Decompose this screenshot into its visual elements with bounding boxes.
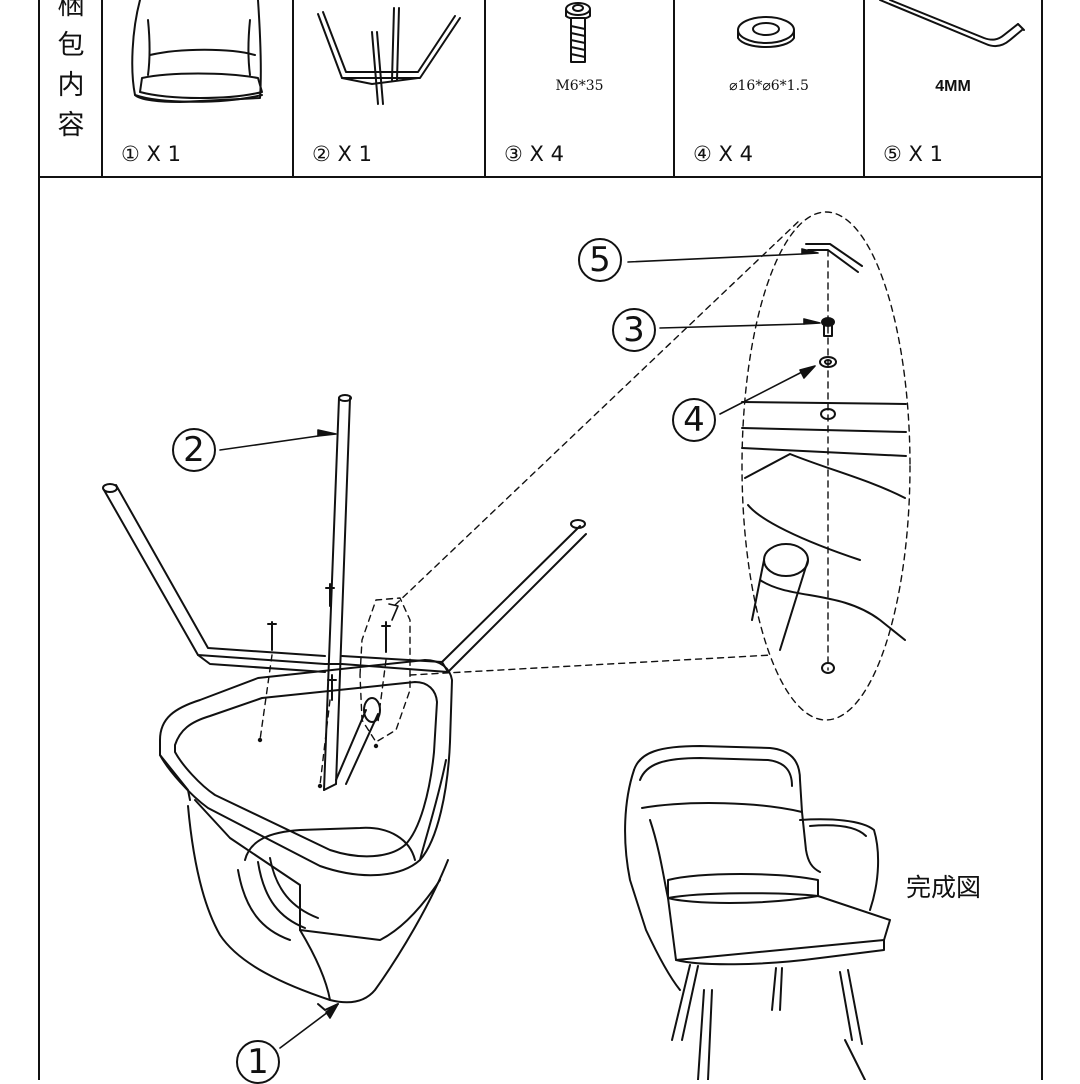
part-cell-bolt: M6*35 ③ X 4 bbox=[486, 0, 673, 176]
part-qty-seat: ① X 1 bbox=[121, 142, 181, 166]
callout-3-bolt: 3 bbox=[612, 308, 656, 352]
detail-zoom-drawing bbox=[741, 243, 907, 674]
part-qty-bolt: ③ X 4 bbox=[504, 142, 564, 166]
alignment-dashes bbox=[259, 211, 911, 786]
col-divider-2 bbox=[292, 0, 294, 177]
leg-frame-drawing bbox=[102, 394, 587, 791]
bolt-part-icon bbox=[565, 2, 591, 63]
part-cell-washer: ⌀16*⌀6*1.5 ④ X 4 bbox=[675, 0, 863, 176]
callout-1-seat: 1 bbox=[236, 1040, 280, 1084]
label-char-4: 容 bbox=[57, 110, 85, 141]
part-cell-seat: ① X 1 bbox=[103, 0, 292, 176]
seat-part-icon bbox=[131, 0, 263, 103]
part-qty-washer: ④ X 4 bbox=[693, 142, 753, 166]
header-divider bbox=[38, 176, 1043, 178]
seat-upside-down-drawing bbox=[159, 659, 453, 1011]
part-qty-legs: ② X 1 bbox=[312, 142, 372, 166]
washer-part-icon bbox=[737, 16, 795, 48]
part-cell-legs: ② X 1 bbox=[294, 0, 484, 176]
part-spec-bolt: M6*35 bbox=[555, 78, 604, 94]
part-spec-washer: ⌀16*⌀6*1.5 bbox=[729, 78, 809, 94]
label-char-2: 包 bbox=[57, 30, 85, 61]
package-contents-label: 梱 包 内 容 bbox=[40, 0, 102, 162]
col-divider-5 bbox=[863, 0, 865, 177]
legs-part-icon bbox=[317, 7, 461, 105]
part-spec-wrench: 4MM bbox=[935, 78, 971, 95]
col-divider-1 bbox=[101, 0, 103, 177]
label-char-3: 内 bbox=[57, 70, 85, 101]
completed-chair-drawing bbox=[624, 745, 891, 1080]
completed-view-label: 完成図 bbox=[906, 873, 982, 902]
callout-4-washer: 4 bbox=[672, 398, 716, 442]
callout-2-legs: 2 bbox=[172, 428, 216, 472]
part-cell-wrench: 4MM ⑤ X 1 bbox=[865, 0, 1041, 176]
col-divider-4 bbox=[673, 0, 675, 177]
frame-bolts-drawing bbox=[267, 583, 399, 701]
leader-arrows bbox=[219, 248, 821, 1049]
label-char-1: 梱 bbox=[57, 0, 85, 21]
hex-wrench-part-icon bbox=[879, 0, 1025, 48]
callout-5-wrench: 5 bbox=[578, 238, 622, 282]
border-right bbox=[1041, 0, 1043, 1080]
part-qty-wrench: ⑤ X 1 bbox=[883, 142, 943, 166]
border-left bbox=[38, 0, 40, 1080]
col-divider-3 bbox=[484, 0, 486, 177]
